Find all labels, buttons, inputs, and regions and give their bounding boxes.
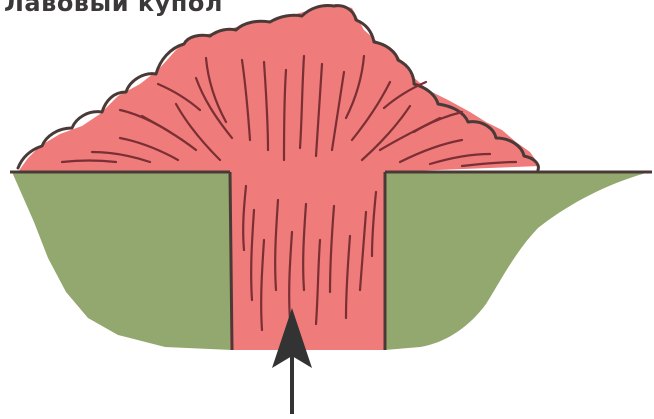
left-ground (12, 172, 232, 350)
right-ground (385, 172, 650, 350)
conduit-wall-left (230, 172, 232, 350)
